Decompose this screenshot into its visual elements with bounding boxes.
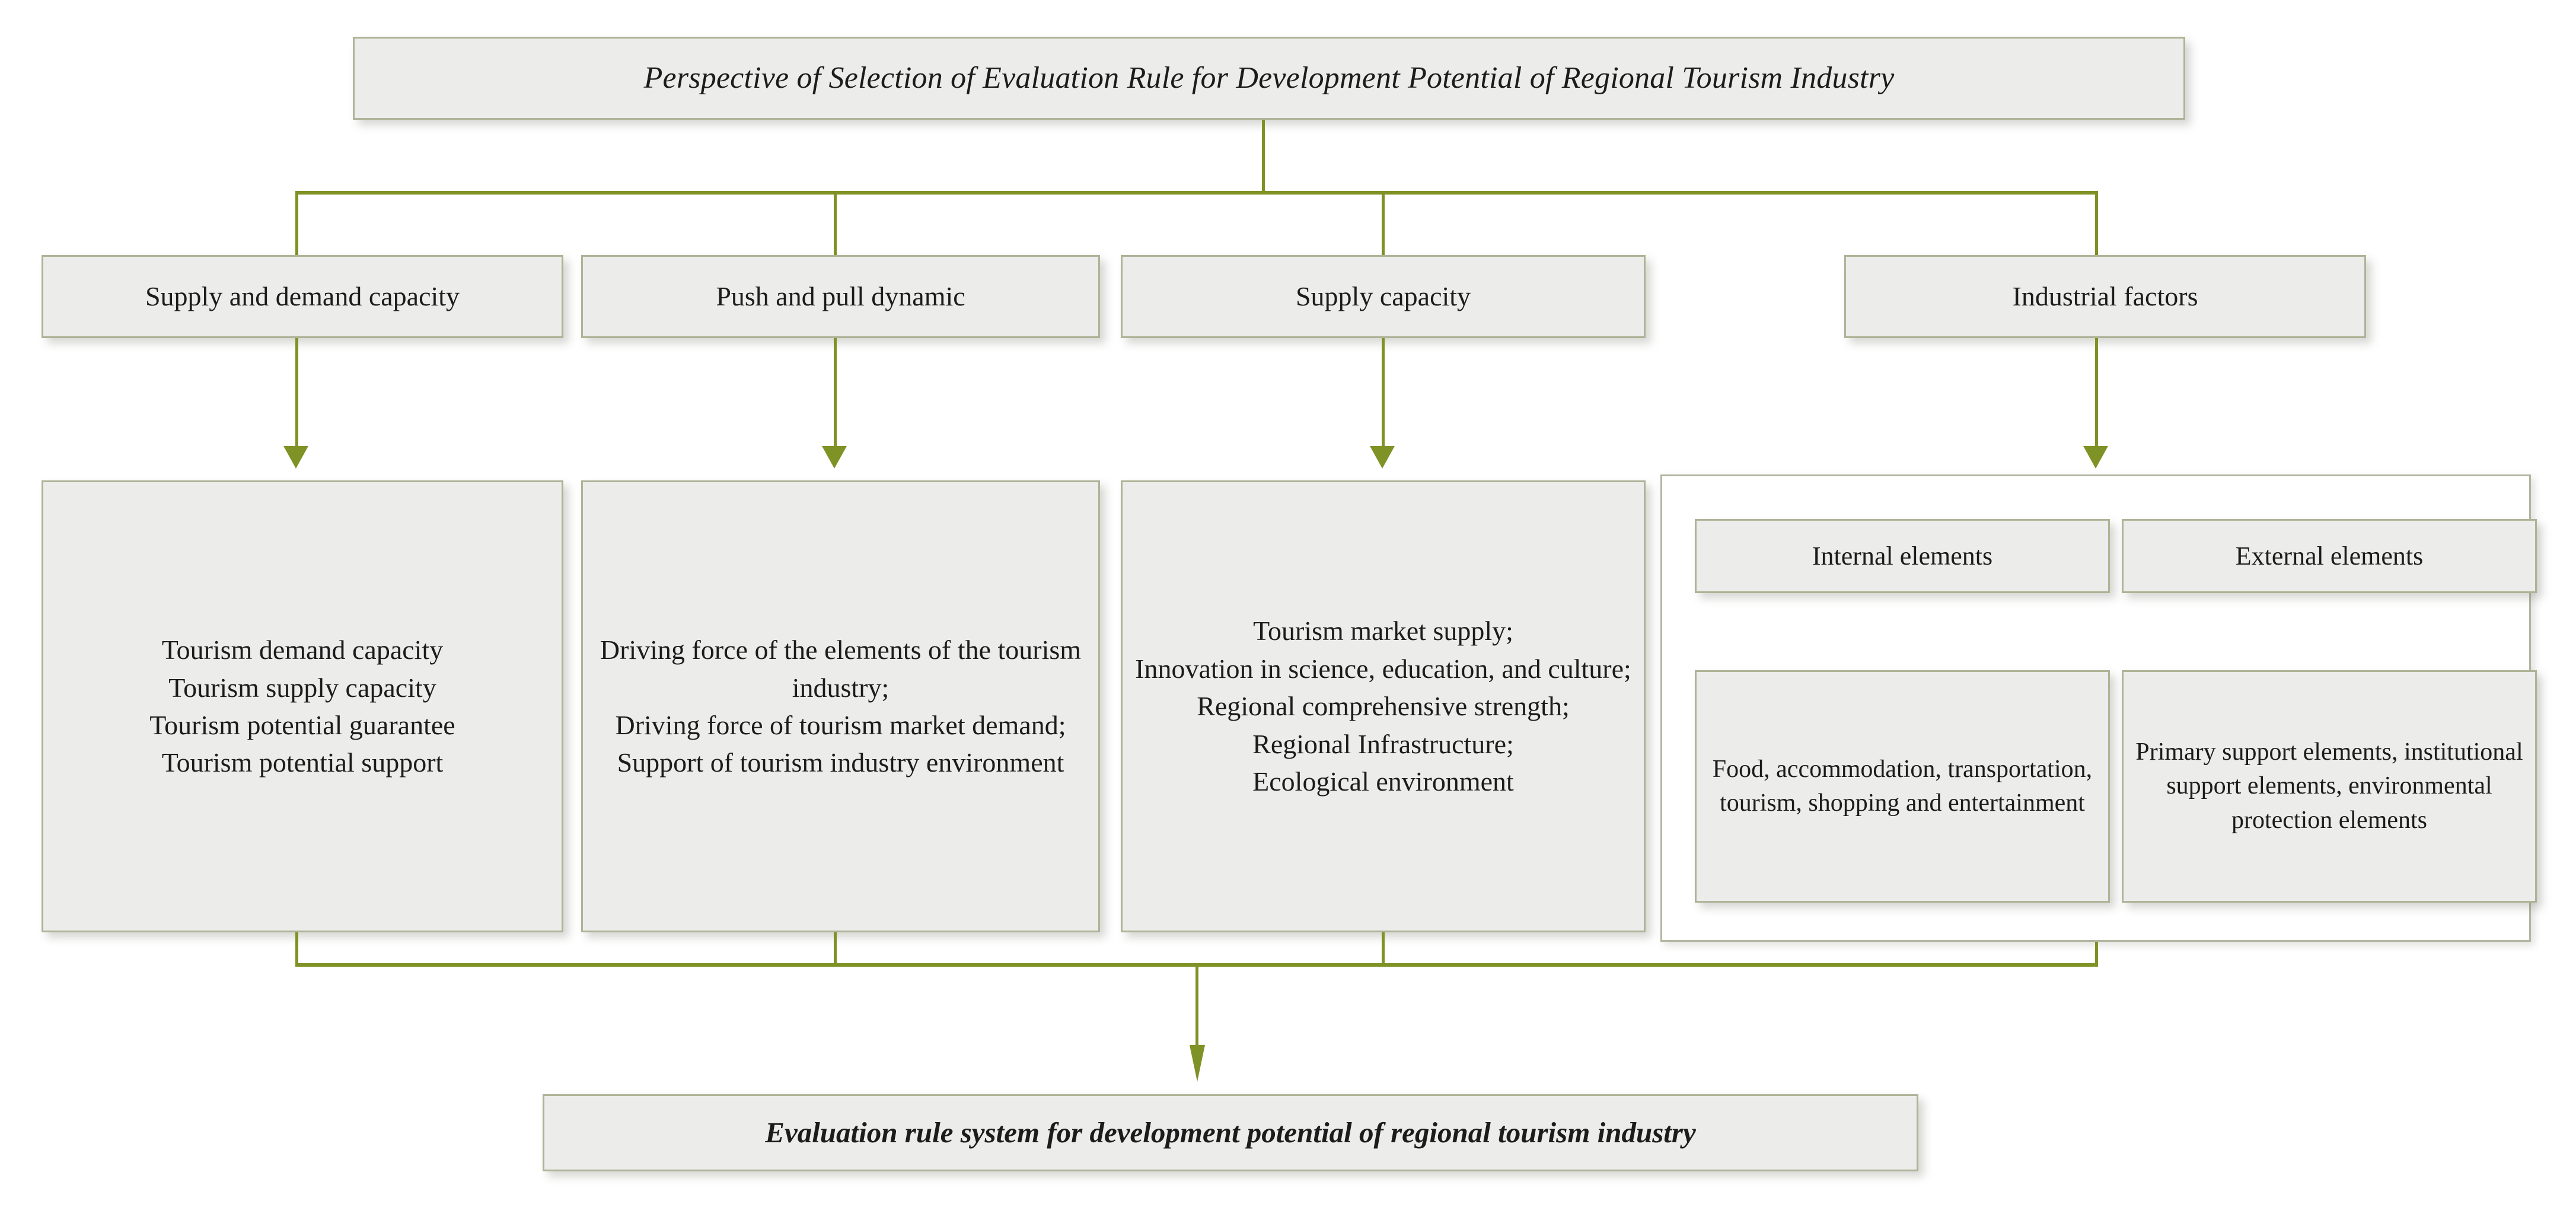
category-label-3: Supply capacity [1295,281,1471,312]
subgroup-heading-label-1: Internal elements [1812,541,1993,571]
detail-text-2: Driving force of the elements of the tou… [600,635,1082,778]
connector-cat3-to-detail3 [1382,338,1385,451]
subgroup-body-internal-elements: Food, accommodation, transportation, tou… [1695,670,2110,903]
connector-detail2-to-bottom-bus [834,932,837,967]
category-box-push-and-pull-dynamic: Push and pull dynamic [581,255,1100,338]
connector-top-bus [295,191,2098,195]
subgroup-heading-label-2: External elements [2235,541,2424,571]
subgroup-body-external-elements: Primary support elements, institutional … [2122,670,2537,903]
category-box-industrial-factors: Industrial factors [1844,255,2366,338]
detail-text-3: Tourism market supply; Innovation in sci… [1135,616,1631,797]
connector-group-to-bottom-bus [2095,942,2098,967]
connector-drop-2 [834,191,837,270]
subgroup-body-text-2: Primary support elements, institutional … [2135,738,2523,834]
subgroup-body-text-1: Food, accommodation, transportation, tou… [1712,755,2093,817]
detail-box-push-and-pull-dynamic: Driving force of the elements of the tou… [581,480,1100,932]
arrow-down-icon-2 [822,446,847,469]
connector-bottom-stem [1195,963,1198,1049]
category-box-supply-and-demand-capacity: Supply and demand capacity [42,255,563,338]
title-box: Perspective of Selection of Evaluation R… [353,37,2185,120]
arrow-down-icon-3 [1370,446,1395,469]
connector-cat1-to-detail1 [295,338,298,451]
connector-drop-4 [2095,191,2098,270]
category-label-4: Industrial factors [2012,281,2198,312]
category-label-1: Supply and demand capacity [145,281,460,312]
connector-drop-3 [1382,191,1385,270]
connector-cat4-to-group [2095,338,2098,451]
arrow-down-icon-4 [2083,446,2108,469]
footer-text: Evaluation rule system for development p… [765,1116,1696,1149]
category-label-2: Push and pull dynamic [716,281,965,312]
connector-title-stem [1262,120,1265,195]
footer-box: Evaluation rule system for development p… [543,1094,1918,1171]
subgroup-heading-internal-elements: Internal elements [1695,519,2110,593]
detail-text-1: Tourism demand capacity Tourism supply c… [149,635,455,778]
arrow-down-icon-final [1190,1045,1205,1082]
detail-box-supply-and-demand-capacity: Tourism demand capacity Tourism supply c… [42,480,563,932]
title-text: Perspective of Selection of Evaluation R… [643,61,1895,95]
connector-drop-1 [295,191,298,270]
connector-cat2-to-detail2 [834,338,837,451]
detail-box-supply-capacity: Tourism market supply; Innovation in sci… [1121,480,1646,932]
connector-detail1-to-bottom-bus [295,932,298,967]
category-box-supply-capacity: Supply capacity [1121,255,1646,338]
connector-detail3-to-bottom-bus [1382,932,1385,967]
subgroup-heading-external-elements: External elements [2122,519,2537,593]
arrow-down-icon-1 [283,446,308,469]
